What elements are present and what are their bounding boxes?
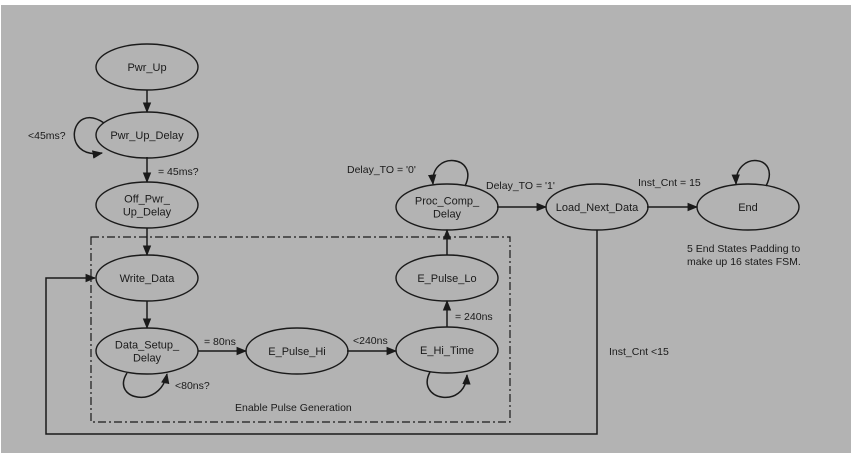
label-delay-to-0: Delay_TO = '0' (347, 164, 416, 176)
loop-data-setup-delay (122, 372, 170, 399)
state-write-data: Write_Data (95, 254, 199, 302)
state-ellipse (395, 254, 499, 302)
label-delay-to-1: Delay_TO = '1' (486, 180, 555, 192)
state-label: Delay (133, 353, 162, 365)
state-label: Up_Delay (123, 207, 172, 219)
loop-proc-comp-delay (427, 159, 469, 187)
end-note-line-1: 5 End States Padding to (687, 243, 800, 255)
end-note-line-2: make up 16 states FSM. (687, 256, 801, 268)
state-diagram: Enable Pulse Generation Pwr_UpPwr_Up_Del… (28, 43, 801, 435)
state-ellipse (95, 111, 199, 159)
state-ellipse (696, 183, 800, 231)
label-eq80ns: = 80ns (204, 336, 236, 348)
state-ellipse (95, 181, 199, 229)
state-ellipse (245, 327, 349, 375)
state-label: Off_Pwr_ (124, 194, 171, 206)
state-ellipse (395, 326, 499, 374)
state-ellipse (395, 183, 499, 231)
enable-pulse-group-label: Enable Pulse Generation (235, 402, 352, 414)
state-e-pulse-hi: E_Pulse_Hi (245, 327, 349, 375)
label-lt240ns: <240ns (353, 335, 388, 347)
label-lt45ms: <45ms? (28, 130, 66, 142)
label-lt80ns: <80ns? (175, 380, 210, 392)
state-data-setup-delay: Data_Setup_Delay (95, 327, 199, 375)
loop-end (731, 159, 770, 187)
enable-pulse-group-box (90, 236, 511, 423)
state-label: E_Pulse_Lo (417, 273, 476, 285)
state-label: Pwr_Up (127, 62, 166, 74)
state-off-pwr-up-delay: Off_Pwr_Up_Delay (95, 181, 199, 229)
state-label: Write_Data (120, 273, 176, 285)
state-label: E_Hi_Time (420, 345, 474, 357)
label-inst-cnt-lt15: Inst_Cnt <15 (609, 346, 669, 358)
state-label: End (738, 202, 758, 214)
state-e-hi-time: E_Hi_Time (395, 326, 499, 374)
state-ellipse (545, 183, 649, 231)
loop-e-hi-time (426, 371, 471, 399)
label-eq240ns: = 240ns (455, 311, 493, 323)
state-load-next-data: Load_Next_Data (545, 183, 649, 231)
state-proc-comp-delay: Proc_Comp_Delay (395, 183, 499, 231)
label-inst-cnt-eq15: Inst_Cnt = 15 (638, 177, 701, 189)
state-label: Data_Setup_ (115, 340, 180, 352)
loop-pwr-up-delay (73, 116, 105, 159)
edge-load-next-to-write-data (45, 230, 598, 435)
state-label: E_Pulse_Hi (268, 346, 325, 358)
state-ellipse (95, 43, 199, 91)
state-label: Pwr_Up_Delay (110, 130, 184, 142)
state-ellipse (95, 327, 199, 375)
state-label: Delay (433, 209, 462, 221)
label-eq45ms: = 45ms? (158, 166, 199, 178)
state-e-pulse-lo: E_Pulse_Lo (395, 254, 499, 302)
state-label: Load_Next_Data (556, 202, 639, 214)
state-ellipse (95, 254, 199, 302)
state-pwr-up-delay: Pwr_Up_Delay (95, 111, 199, 159)
state-label: Proc_Comp_ (415, 196, 480, 208)
state-pwr-up: Pwr_Up (95, 43, 199, 91)
state-end: End (696, 183, 800, 231)
